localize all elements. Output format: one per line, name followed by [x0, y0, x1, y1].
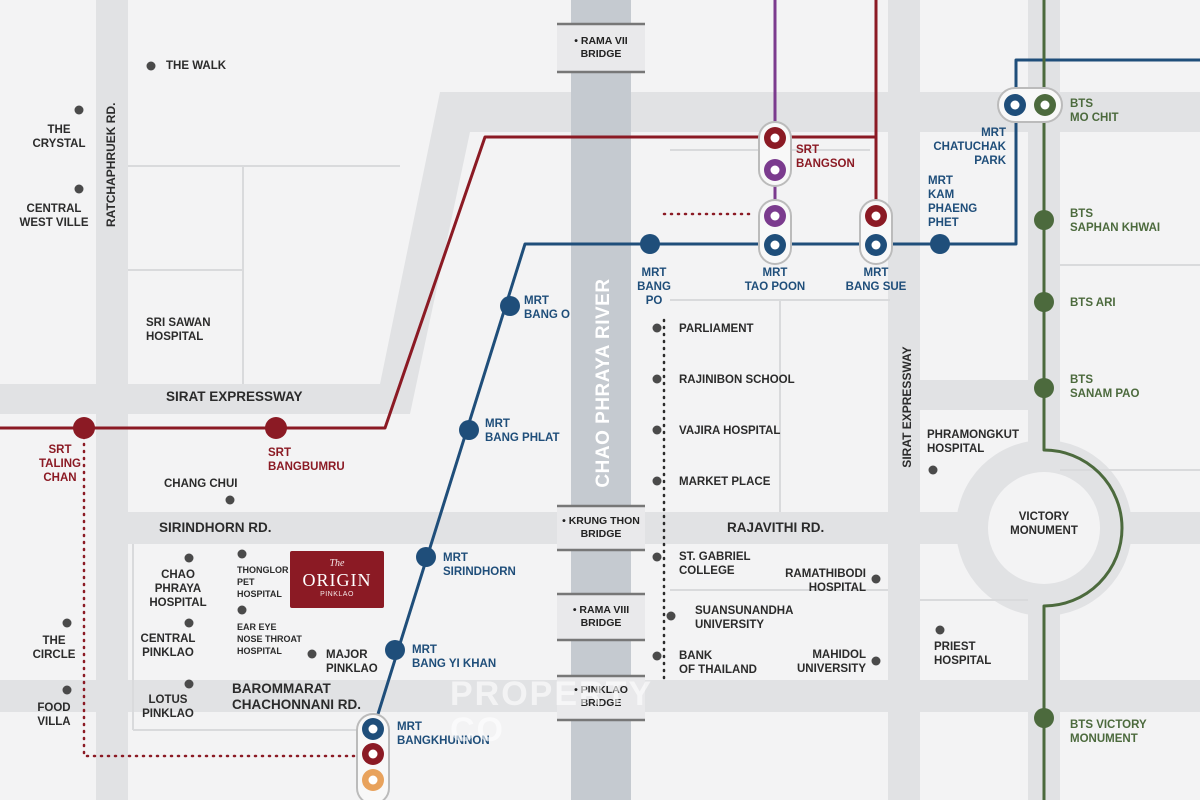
- label-victory-monument: VICTORY MONUMENT: [1010, 511, 1078, 537]
- victory-roundabout-inner: [988, 472, 1100, 584]
- label-mrt-bang-o: MRT BANG O: [524, 295, 570, 321]
- label-rajinibon-school: RAJINIBON SCHOOL: [679, 374, 795, 386]
- label-ramathibodi-hospital: RAMATHIBODI HOSPITAL: [785, 568, 866, 594]
- interchange-bang-sue: [859, 199, 893, 265]
- label-market-place: MARKET PLACE: [679, 476, 771, 488]
- label-thonglor-pet-hospital: THONGLOR PET HOSPITAL: [237, 565, 289, 599]
- label-food-villa: FOOD VILLA: [37, 702, 71, 728]
- interchange-chatuchak: [997, 87, 1063, 123]
- road-sirat-expressway-vertical: [888, 0, 920, 800]
- road-label-ratchaphruek: RATCHAPHRUEK RD.: [104, 102, 118, 227]
- station-dot-victory-monument: [1034, 708, 1054, 728]
- label-central-pinklao: CENTRAL PINKLAO: [140, 633, 196, 659]
- watermark: PROPERTY CO: [450, 675, 654, 749]
- bridge-rama-viii: • RAMA VIII BRIDGE: [572, 604, 630, 629]
- river-label: CHAO PHRAYA RIVER: [593, 278, 614, 488]
- bridge-krung-thon: • KRUNG THON BRIDGE: [562, 515, 640, 540]
- label-bts-saphan-khwai: BTS SAPHAN KHWAI: [1070, 208, 1161, 234]
- station-dot-bang-o: [500, 296, 520, 316]
- interchange-bangson: [758, 121, 792, 187]
- bridge-rama-vii: • RAMA VII BRIDGE: [574, 35, 628, 60]
- station-dot-saphan-khwai: [1034, 210, 1054, 230]
- label-bts-sanam-pao: BTS SANAM PAO: [1070, 374, 1140, 400]
- landmark-dots: [62, 61, 945, 695]
- station-dot-bang-po: [640, 234, 660, 254]
- label-bank-of-thailand: BANK OF THAILAND: [679, 650, 757, 676]
- label-mrt-sirindhorn: MRT SIRINDHORN: [443, 552, 516, 578]
- dotted-connectors: [82, 212, 754, 758]
- road-label-borommarat: BAROMMARAT CHACHONNANI RD.: [232, 681, 361, 712]
- label-st-gabriel-college: ST. GABRIEL COLLEGE: [679, 551, 751, 577]
- label-bts-victory-monument: BTS VICTORY MONUMENT: [1070, 719, 1147, 745]
- project-logo-the-origin-pinklao[interactable]: The ORIGIN PINKLAO: [290, 551, 384, 608]
- label-mrt-tao-poon: MRT TAO POON: [744, 267, 806, 293]
- label-suansunandha-university: SUANSUNANDHA UNIVERSITY: [695, 605, 794, 631]
- label-srt-taling-chan: SRT TALING CHAN: [39, 444, 81, 484]
- road-label-sirat-expressway: SIRAT EXPRESSWAY: [166, 389, 303, 404]
- station-dot-kam-phaeng-phet: [930, 234, 950, 254]
- label-the-crystal: THE CRYSTAL: [32, 124, 86, 150]
- label-vajira-hospital: VAJIRA HOSPITAL: [679, 425, 781, 437]
- bridge-pinklao: • PINKLAO BRIDGE: [574, 684, 628, 709]
- label-mrt-bang-yi-khan: MRT BANG YI KHAN: [412, 644, 497, 670]
- chao-phraya-river: [571, 0, 631, 800]
- road-side: [920, 380, 1030, 410]
- label-lotus-pinklao: LOTUS PINKLAO: [142, 694, 194, 720]
- label-the-circle: THE CIRCLE: [32, 635, 76, 661]
- label-central-west-ville: CENTRAL WEST VILLE: [19, 203, 89, 229]
- srt-dark-red-line: [0, 135, 876, 430]
- interchange-tao-poon: [758, 199, 792, 265]
- label-srt-bangbumru: SRT BANGBUMRU: [268, 447, 345, 473]
- station-dots: [73, 210, 1054, 728]
- station-dot-taling-chan: [73, 417, 95, 439]
- label-mrt-bang-po: MRT BANG PO: [637, 267, 671, 307]
- minor-streets: [128, 149, 1200, 731]
- label-mrt-bang-sue: MRT BANG SUE: [845, 267, 907, 293]
- label-the-walk: THE WALK: [166, 60, 227, 72]
- interchange-bangkhunnon: [356, 713, 390, 800]
- label-mrt-chatuchak-park: MRT CHATUCHAK PARK: [933, 127, 1006, 167]
- project-logo-name: ORIGIN: [302, 570, 372, 590]
- label-phramongkut-hospital: PHRAMONGKUT HOSPITAL: [927, 429, 1019, 455]
- label-srt-bangson: SRT BANGSON: [796, 144, 855, 170]
- station-dot-bang-phlat: [459, 420, 479, 440]
- road-sirat-expressway: [0, 92, 1200, 414]
- label-ear-eye-nose-throat-hospital: EAR EYE NOSE THROAT HOSPITAL: [237, 622, 302, 656]
- road-label-sirindhorn: SIRINDHORN RD.: [159, 520, 272, 535]
- interchange-capsules: [356, 87, 1063, 800]
- label-bts-ari: BTS ARI: [1070, 297, 1116, 309]
- bridges: [557, 22, 645, 722]
- project-logo-sub: PINKLAO: [320, 591, 354, 598]
- station-dot-bangbumru: [265, 417, 287, 439]
- label-parliament: PARLIAMENT: [679, 323, 754, 335]
- station-dot-bang-yi-khan: [385, 640, 405, 660]
- label-chao-phraya-hospital: CHAO PHRAYA HOSPITAL: [149, 569, 207, 609]
- label-major-pinklao: MAJOR PINKLAO: [326, 649, 378, 675]
- label-sri-sawan-hospital: SRI SAWAN HOSPITAL: [146, 317, 211, 343]
- station-dot-sirindhorn: [416, 547, 436, 567]
- station-dot-ari: [1034, 292, 1054, 312]
- project-logo-prefix: The: [329, 558, 345, 569]
- label-mahidol-university: MAHIDOL UNIVERSITY: [796, 649, 866, 675]
- label-mrt-kam-phaeng-phet: MRT KAM PHAENG PHET: [928, 175, 978, 229]
- label-mrt-bang-phlat: MRT BANG PHLAT: [485, 418, 560, 444]
- mrt-blue-line: [371, 58, 1200, 731]
- bts-sukhumvit-line: [1042, 0, 1124, 800]
- station-dot-sanam-pao: [1034, 378, 1054, 398]
- label-priest-hospital: PRIEST HOSPITAL: [934, 641, 992, 667]
- road-label-rajavithi: RAJAVITHI RD.: [727, 520, 825, 535]
- label-bts-mo-chit: BTS MO CHIT: [1070, 98, 1119, 124]
- label-chang-chui: CHANG CHUI: [164, 478, 238, 490]
- label-mrt-bangkhunnon: MRT BANGKHUNNON: [397, 721, 490, 747]
- road-label-sirat-expressway-vertical: SIRAT EXPRESSWAY: [900, 346, 914, 468]
